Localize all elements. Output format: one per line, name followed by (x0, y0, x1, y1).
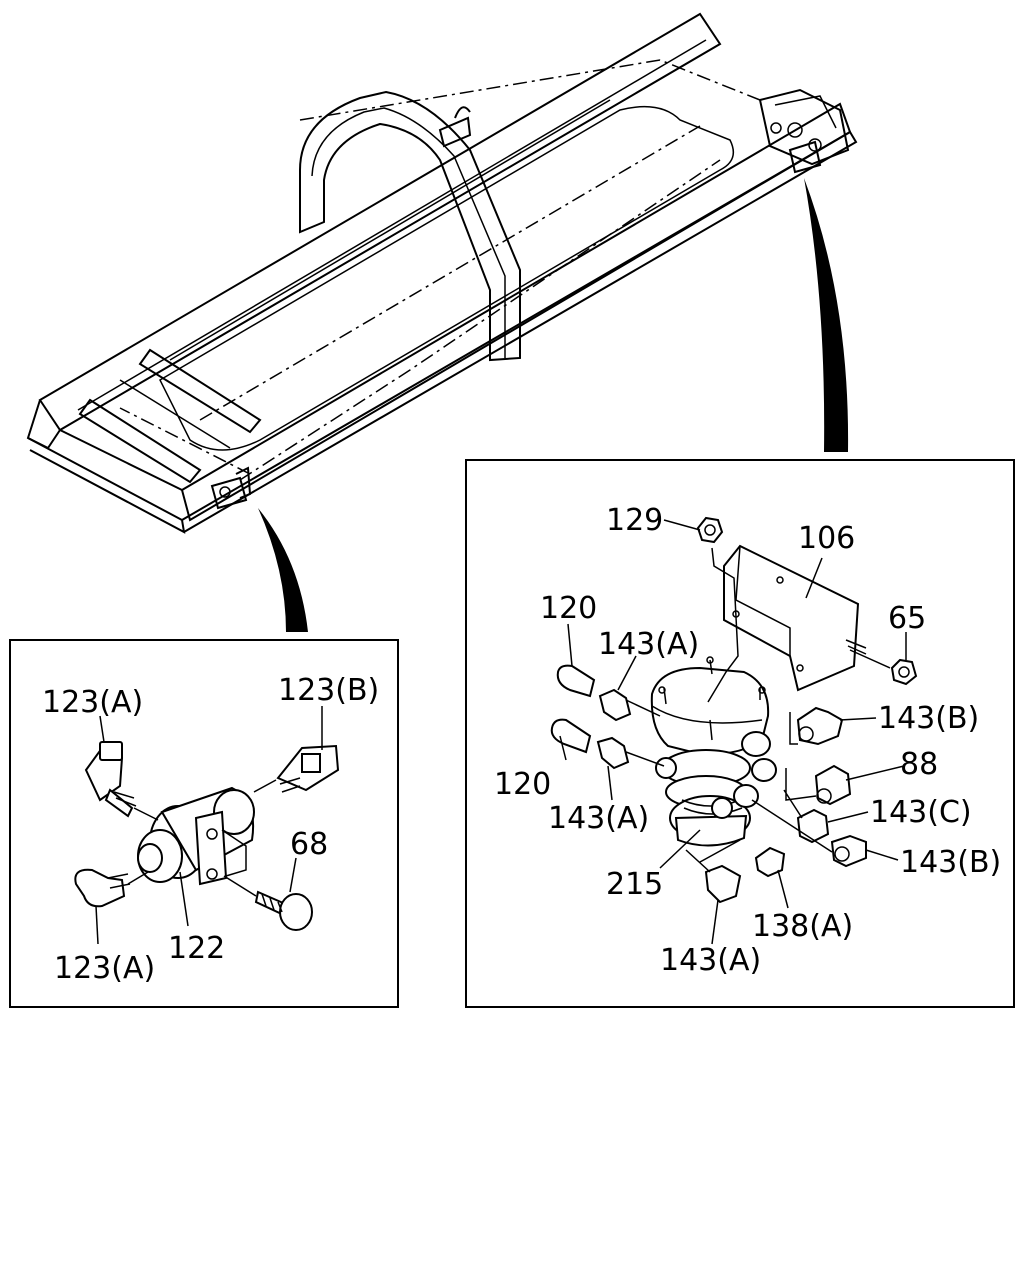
label-129: 129 (606, 503, 663, 538)
pointer-wedge-right (804, 178, 849, 452)
label-123b: 123(B) (278, 673, 379, 708)
label-143a-bottom: 143(A) (660, 943, 761, 978)
leader-lines-right (559, 519, 907, 945)
label-215: 215 (606, 867, 663, 902)
label-123a-bottom: 123(A) (54, 951, 155, 986)
relay-valve-assembly-215 (550, 516, 918, 904)
label-143a-mid: 143(A) (548, 801, 649, 836)
label-143b-bottom: 143(B) (900, 845, 1001, 880)
leader-lines-left (95, 706, 323, 945)
label-138a: 138(A) (752, 909, 853, 944)
label-65: 65 (888, 601, 926, 636)
label-143b-top: 143(B) (878, 701, 979, 736)
label-120-bottom: 120 (494, 767, 551, 802)
valve-assembly-122 (74, 741, 340, 931)
label-106: 106 (798, 521, 855, 556)
label-143c: 143(C) (870, 795, 972, 830)
label-143a-top: 143(A) (598, 627, 699, 662)
label-120-top: 120 (540, 591, 597, 626)
label-123a-top: 123(A) (42, 685, 143, 720)
pointer-wedge-left (258, 508, 308, 632)
label-122: 122 (168, 931, 225, 966)
label-68: 68 (290, 827, 328, 862)
chassis-frame (26, 12, 858, 534)
label-88: 88 (900, 747, 938, 782)
